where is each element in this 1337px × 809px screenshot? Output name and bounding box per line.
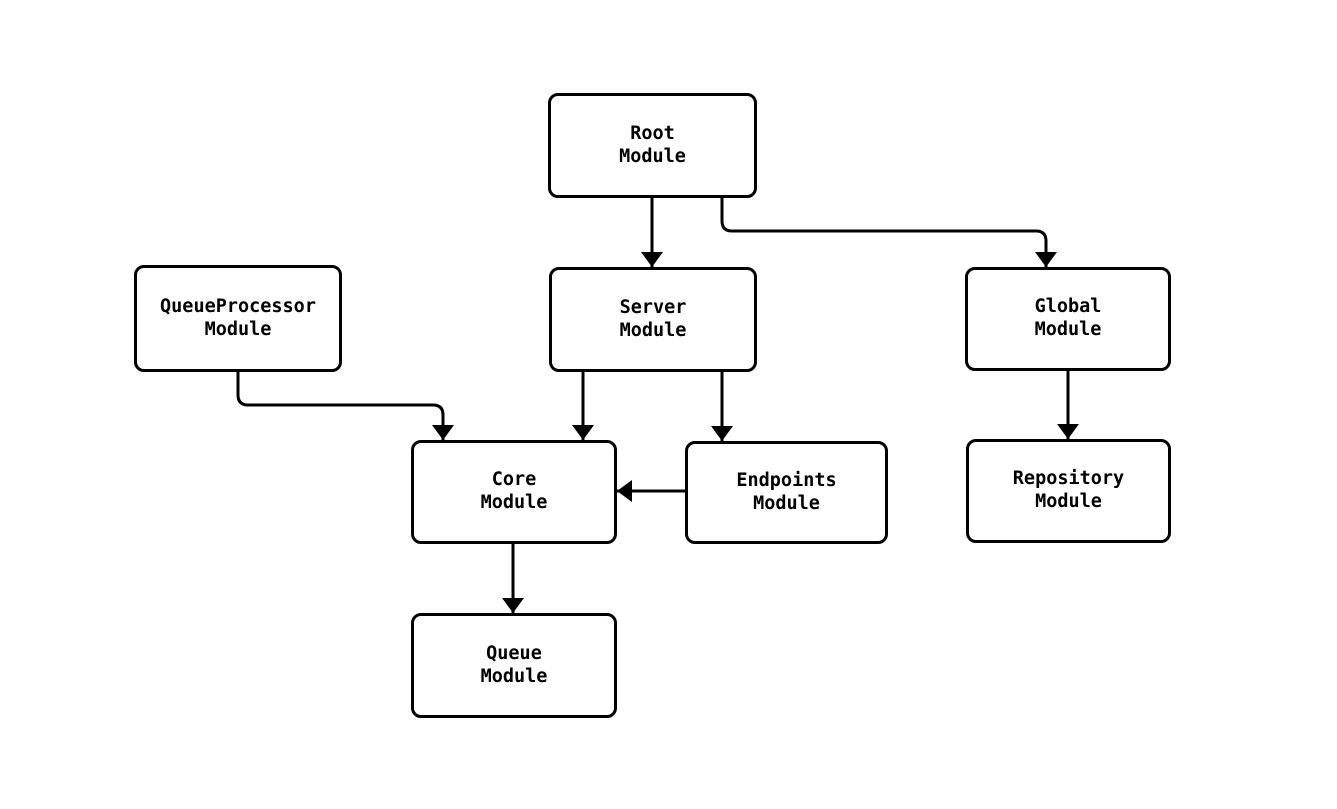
edge-root-to-global	[720, 198, 1057, 267]
node-repository-module: Repository Module	[966, 439, 1171, 543]
node-server-module: Server Module	[549, 267, 757, 372]
node-queueprocessor-module-label: QueueProcessor Module	[160, 295, 316, 340]
edge-queueprocessor-to-core	[236, 372, 454, 440]
node-root-module-label: Root Module	[619, 122, 686, 167]
node-root-module: Root Module	[548, 93, 757, 198]
node-core-module: Core Module	[411, 440, 617, 544]
node-queueprocessor-module: QueueProcessor Module	[134, 265, 342, 372]
node-endpoints-module-label: Endpoints Module	[736, 469, 837, 514]
node-core-module-label: Core Module	[480, 469, 548, 513]
node-global-module: Global Module	[965, 267, 1171, 371]
node-global-module-label: Global Module	[1034, 296, 1102, 340]
node-queue-module-label: Queue Module	[480, 642, 548, 687]
node-endpoints-module: Endpoints Module	[685, 441, 888, 544]
node-repository-module-label: Repository Module	[1012, 468, 1125, 512]
node-server-module-label: Server Module	[619, 296, 687, 341]
node-queue-module: Queue Module	[411, 613, 617, 718]
